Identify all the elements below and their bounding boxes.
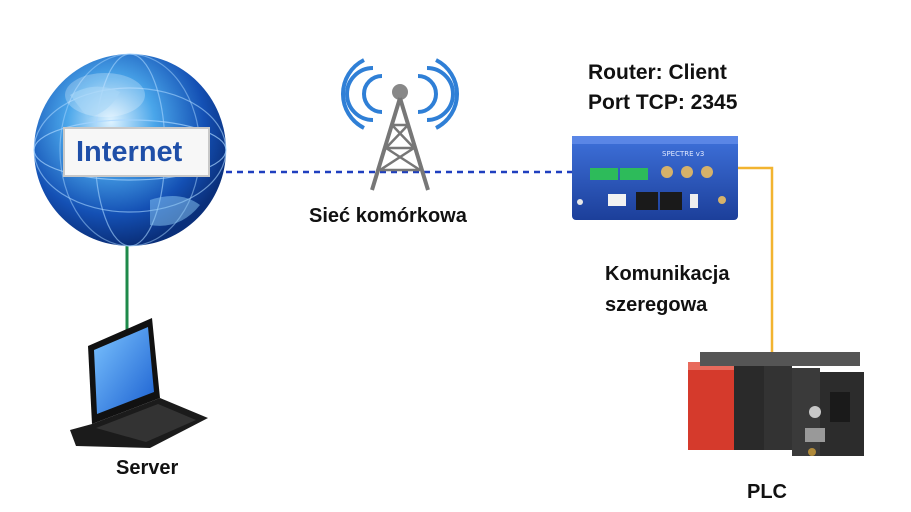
plc-icon xyxy=(688,352,864,456)
router-device xyxy=(572,136,738,220)
server-label: Server xyxy=(116,457,179,479)
cellular-network-label: Sieć komórkowa xyxy=(309,205,467,227)
plc-label: PLC xyxy=(747,481,787,503)
serial-comm-label-line2: szeregowa xyxy=(605,294,708,316)
router-brand-label: SPECTRE v3 xyxy=(662,150,705,158)
globe-icon xyxy=(33,53,227,247)
serial-comm-label-line1: Komunikacja xyxy=(605,263,730,285)
laptop-icon xyxy=(70,318,208,448)
internet-label: Internet xyxy=(76,136,183,168)
router-mode-label: Router: Client xyxy=(588,61,727,84)
router-port-label: Port TCP: 2345 xyxy=(588,91,738,114)
cell-tower-icon xyxy=(341,58,459,191)
serial-link-line xyxy=(738,166,774,360)
